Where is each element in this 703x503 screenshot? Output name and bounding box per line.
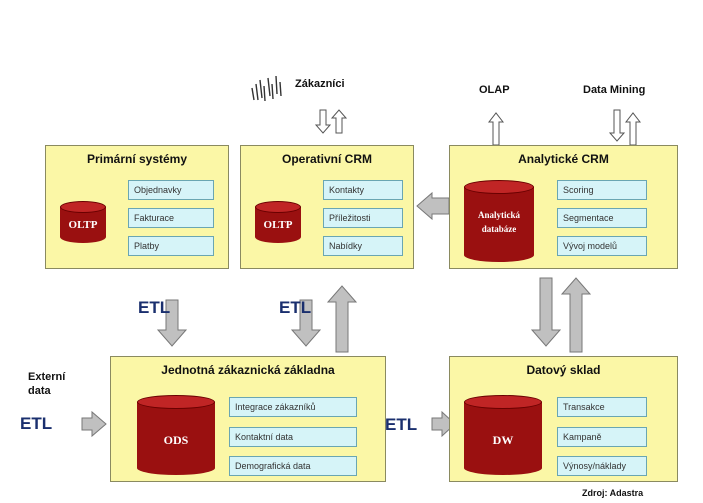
item-segmentace: Segmentace xyxy=(557,208,647,228)
item-demograficka-data: Demografická data xyxy=(229,456,357,476)
item-platby: Platby xyxy=(128,236,214,256)
item-vynosy-naklady: Výnosy/náklady xyxy=(557,456,647,476)
item-kontakty: Kontakty xyxy=(323,180,403,200)
arrow-dw-up xyxy=(560,277,592,353)
arrow-ods-up xyxy=(326,285,358,353)
etl-label-external: ETL xyxy=(20,414,53,433)
arrow-operational-down xyxy=(290,299,322,347)
customers-arrows xyxy=(314,109,348,134)
external-data-label-1: Externí xyxy=(28,371,66,383)
operational-crm-box: Operativní CRM OLTP Kontakty Příležitost… xyxy=(240,145,414,269)
etl-label-ods-dw: ETL xyxy=(385,415,418,434)
ods-database-icon: ODS xyxy=(137,395,215,475)
arrow-external-to-ods xyxy=(81,410,107,438)
customers-label: Zákazníci xyxy=(295,78,345,90)
dw-database-icon: DW xyxy=(464,395,542,475)
dw-label: DW xyxy=(492,433,514,447)
operational-crm-title: Operativní CRM xyxy=(281,152,372,166)
item-transakce: Transakce xyxy=(557,397,647,417)
data-mining-arrows xyxy=(608,109,642,146)
oltp-label: OLTP xyxy=(68,219,98,231)
item-objednavky: Objednavky xyxy=(128,180,214,200)
external-data-label-2: data xyxy=(28,385,51,397)
oltp-label: OLTP xyxy=(263,219,293,231)
item-kontaktni-data: Kontaktní data xyxy=(229,427,357,447)
arrow-ods-to-dw xyxy=(431,410,456,438)
analytical-crm-box: Analytické CRM Analytická databáze Scori… xyxy=(449,145,678,269)
item-prilezitosti: Příležitosti xyxy=(323,208,403,228)
item-vyvoj-modelu: Vývoj modelů xyxy=(557,236,647,256)
primary-systems-title: Primární systémy xyxy=(86,152,188,166)
item-kampane: Kampaně xyxy=(557,427,647,447)
customer-base-box: Jednotná zákaznická základna ODS Integra… xyxy=(110,356,386,482)
arrow-analytical-down xyxy=(530,277,562,347)
etl-label-operational: ETL xyxy=(279,298,312,317)
arrow-analytical-to-operational xyxy=(416,191,450,221)
oltp-database-icon: OLTP xyxy=(255,201,301,243)
olap-arrow xyxy=(487,112,505,146)
data-warehouse-title: Datový sklad xyxy=(526,363,601,377)
item-fakturace: Fakturace xyxy=(128,208,214,228)
data-mining-label: Data Mining xyxy=(583,84,646,96)
data-warehouse-box: Datový sklad DW Transakce Kampaně Výnosy… xyxy=(449,356,678,482)
analytical-db-label-2: databáze xyxy=(481,224,517,234)
analytical-database-icon: Analytická databáze xyxy=(464,180,534,262)
source-label: Zdroj: Adastra xyxy=(582,488,644,498)
etl-label-primary: ETL xyxy=(138,298,171,317)
ods-label: ODS xyxy=(163,433,189,447)
analytical-crm-title: Analytické CRM xyxy=(518,152,609,166)
item-nabidky: Nabídky xyxy=(323,236,403,256)
oltp-database-icon: OLTP xyxy=(60,201,106,243)
arrow-primary-down xyxy=(156,299,188,347)
olap-label: OLAP xyxy=(479,84,510,96)
analytical-db-label-1: Analytická xyxy=(477,210,520,220)
item-integrace-zakazniku: Integrace zákazníků xyxy=(229,397,357,417)
customers-icon xyxy=(251,75,282,102)
item-scoring: Scoring xyxy=(557,180,647,200)
customer-base-title: Jednotná zákaznická základna xyxy=(161,363,335,377)
primary-systems-box: Primární systémy OLTP Objednavky Faktura… xyxy=(45,145,229,269)
